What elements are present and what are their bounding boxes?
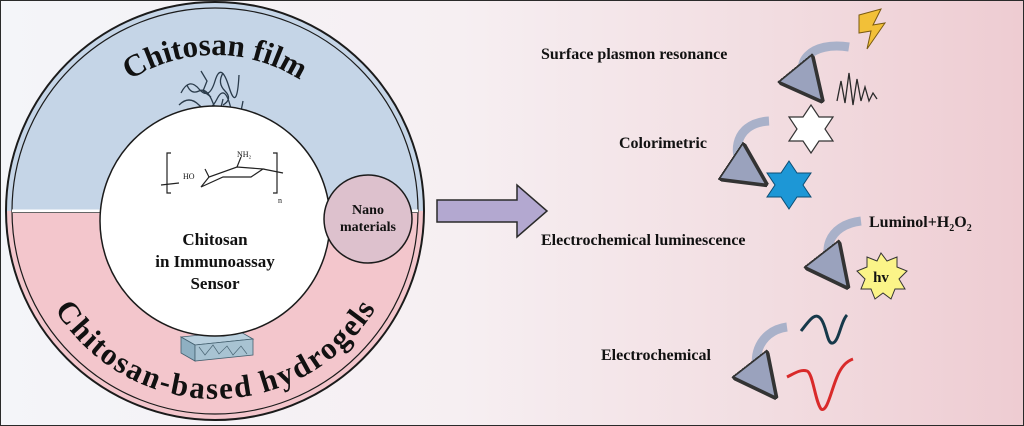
structure-n-label: n (278, 196, 282, 205)
center-label-line1: Chitosan (182, 230, 248, 249)
center-circle (99, 105, 331, 337)
nano-label-line2: materials (340, 220, 397, 235)
luminol-label: Luminol+H2O2 (869, 214, 972, 234)
spr-curved-arrow (802, 41, 850, 85)
structure-nh2-label: NH₂ (237, 150, 252, 159)
curved-arrows (737, 41, 862, 381)
red-wave-icon (786, 357, 854, 411)
spectrum-wave-icon (836, 72, 878, 106)
hv-starburst-icon (856, 252, 908, 300)
colorimetric-curved-arrow (737, 116, 769, 173)
hv-label: hv (873, 270, 889, 286)
outer-ring-border (5, 1, 425, 421)
nano-label-line1: Nano (352, 203, 384, 218)
center-label-line3: Sensor (190, 274, 240, 293)
chitosan-structure-icon (160, 152, 284, 194)
dark-wave-icon (799, 313, 849, 345)
method-electrochemical-label: Electrochemical (601, 347, 711, 364)
center-label-line2: in Immunoassay (155, 252, 275, 271)
ecl-curved-arrow (828, 216, 862, 271)
outline-star-icon (787, 103, 835, 155)
structure-ho-label: HO (183, 172, 195, 181)
main-arrow (436, 183, 549, 239)
method-spr-label: Surface plasmon resonance (541, 46, 727, 63)
method-ecl-label: Electrochemical luminescence (541, 232, 746, 249)
hydrogel-block-icon (179, 330, 255, 362)
nano-materials-circle (323, 174, 413, 264)
lightning-icon (858, 8, 887, 50)
electrochemical-curved-arrow (756, 322, 788, 381)
blue-star-icon (766, 160, 812, 210)
method-colorimetric-label: Colorimetric (619, 135, 707, 152)
